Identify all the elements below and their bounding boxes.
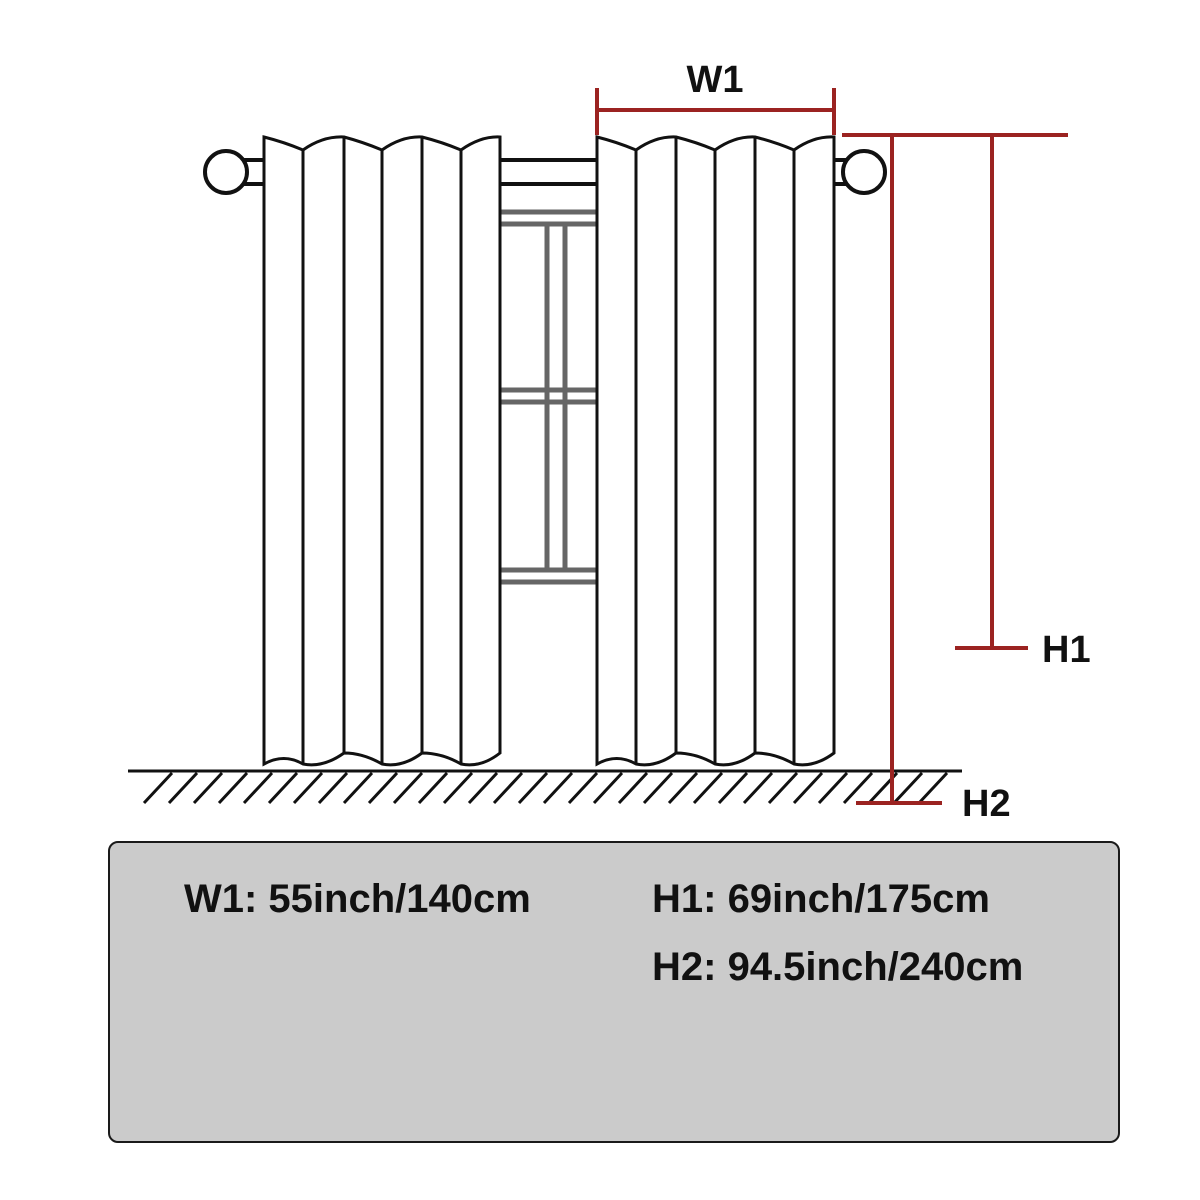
floor-hatch-stroke <box>442 771 474 805</box>
rod-finial-right <box>841 149 887 195</box>
window <box>500 209 598 585</box>
floor <box>128 769 962 805</box>
floor-hatch-stroke <box>742 771 774 805</box>
floor-hatch-stroke <box>717 771 749 805</box>
floor-hatch-stroke <box>617 771 649 805</box>
floor-hatch-stroke <box>167 771 199 805</box>
floor-hatch-stroke <box>367 771 399 805</box>
floor-hatch-stroke <box>267 771 299 805</box>
floor-hatch-stroke <box>417 771 449 805</box>
floor-hatch-stroke <box>642 771 674 805</box>
curtain-panel-right <box>595 135 836 767</box>
floor-hatch-stroke <box>242 771 274 805</box>
floor-hatch-stroke <box>567 771 599 805</box>
h1-label: H1 <box>1042 629 1091 671</box>
floor-hatch-stroke <box>692 771 724 805</box>
floor-hatch-stroke <box>792 771 824 805</box>
size-spec-panel: W1: 55inch/140cm H1: 69inch/175cm H2: 94… <box>108 841 1120 1143</box>
floor-hatch-stroke <box>317 771 349 805</box>
floor-hatch-stroke <box>842 771 874 805</box>
floor-hatch-stroke <box>817 771 849 805</box>
floor-hatch-stroke <box>667 771 699 805</box>
floor-hatch-stroke <box>767 771 799 805</box>
floor-hatch-stroke <box>467 771 499 805</box>
floor-hatch-stroke <box>292 771 324 805</box>
curtain-panel-left <box>262 135 502 767</box>
floor-hatch-stroke <box>342 771 374 805</box>
floor-hatch-stroke <box>217 771 249 805</box>
floor-hatch-stroke <box>492 771 524 805</box>
rod-finial-left <box>203 149 249 195</box>
h2-label: H2 <box>962 783 1011 825</box>
floor-hatch-stroke <box>592 771 624 805</box>
w1-label: W1 <box>687 59 744 101</box>
floor-hatch-stroke <box>892 771 924 805</box>
floor-hatch-stroke <box>542 771 574 805</box>
floor-hatch-stroke <box>517 771 549 805</box>
dimension-lines <box>595 88 1068 805</box>
floor-hatching <box>142 771 949 805</box>
h1-spec-text: H1: 69inch/175cm <box>652 877 990 921</box>
floor-hatch-stroke <box>192 771 224 805</box>
floor-hatch-stroke <box>917 771 949 805</box>
floor-hatch-stroke <box>392 771 424 805</box>
floor-hatch-stroke <box>142 771 174 805</box>
h2-spec-text: H2: 94.5inch/240cm <box>652 945 1024 989</box>
w1-spec-text: W1: 55inch/140cm <box>184 877 531 921</box>
